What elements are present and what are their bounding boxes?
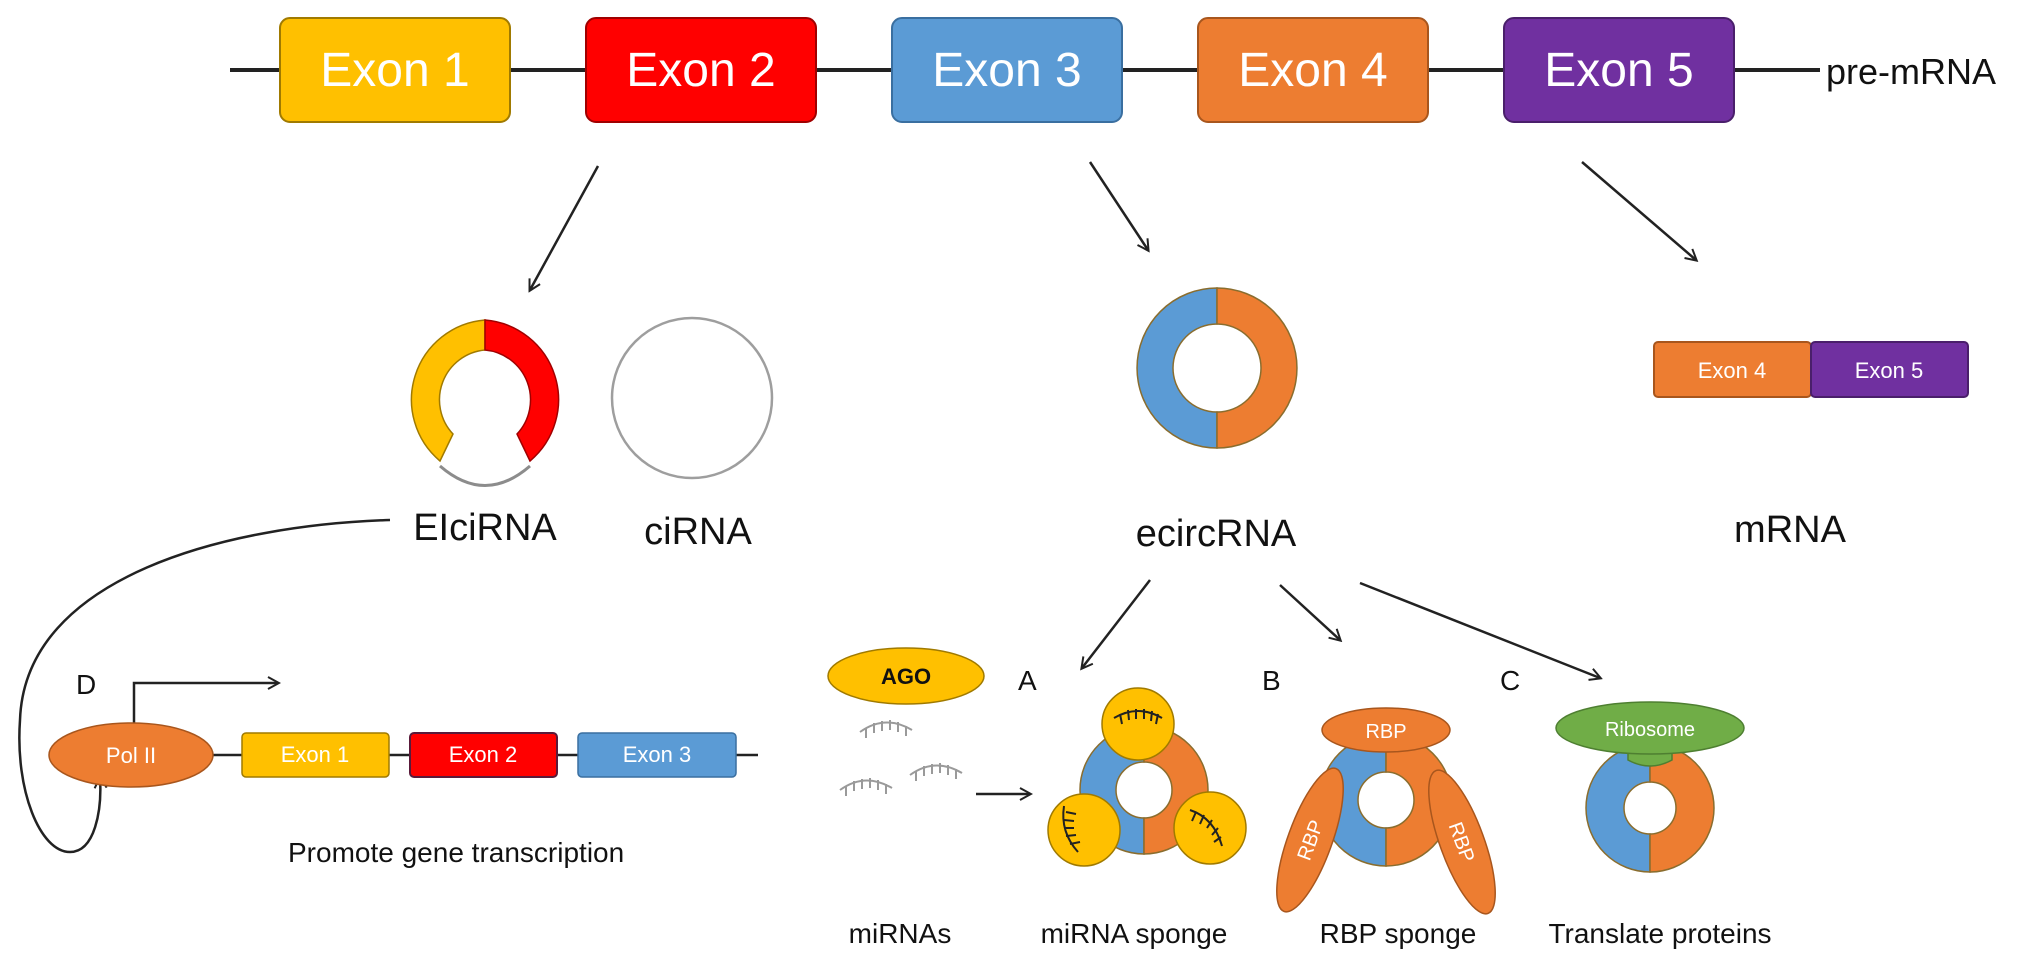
pre-mrna-exon-3: Exon 3 bbox=[891, 17, 1123, 123]
pol-ii: Pol II bbox=[48, 722, 214, 788]
mrna-label: mRNA bbox=[1734, 509, 1847, 551]
pre-mrna-exon-2: Exon 2 bbox=[585, 17, 817, 123]
panel-d-letter: D bbox=[76, 669, 96, 700]
gene-exon-1: Exon 1 bbox=[241, 732, 390, 778]
ago-label: AGO bbox=[881, 664, 931, 689]
ecircrna-label: ecircRNA bbox=[1136, 513, 1297, 555]
mrna-exon-4-label: Exon 4 bbox=[1698, 358, 1767, 383]
rbp-left: RBP bbox=[1276, 767, 1344, 913]
pre-mrna-exon-1: Exon 1 bbox=[279, 17, 511, 123]
gene-exon-3: Exon 3 bbox=[577, 732, 737, 778]
cirna-ring bbox=[610, 316, 774, 480]
gene-exon-3-label: Exon 3 bbox=[623, 742, 692, 767]
caption-mirnas: miRNAs bbox=[849, 918, 952, 949]
pre-mrna-exon-4: Exon 4 bbox=[1197, 17, 1429, 123]
bound-ago-right bbox=[1173, 791, 1247, 865]
pre-mrna-label: pre-mRNA bbox=[1826, 51, 1996, 92]
exon-5-label: Exon 5 bbox=[1544, 44, 1693, 97]
caption-translate-proteins: Translate proteins bbox=[1548, 918, 1771, 949]
bound-ago-left bbox=[1047, 793, 1121, 867]
arrow-to-mrna bbox=[1581, 161, 1696, 260]
ribosome: Ribosome bbox=[1555, 701, 1745, 767]
arrow-to-c bbox=[1359, 581, 1600, 678]
eicirna-ring bbox=[410, 319, 560, 487]
mrna-exon-4: Exon 4 bbox=[1653, 341, 1812, 398]
transcription-caption: Promote gene transcription bbox=[288, 837, 624, 868]
arrow-to-a bbox=[1082, 579, 1151, 668]
rbp-right: RBP bbox=[1428, 769, 1496, 915]
rbp-top: RBP bbox=[1321, 707, 1451, 753]
gene-exon-2: Exon 2 bbox=[409, 732, 558, 778]
arrow-to-ecircrna bbox=[1088, 161, 1148, 250]
translation-ring bbox=[1585, 743, 1715, 873]
ribosome-label: Ribosome bbox=[1605, 719, 1695, 741]
eicirna-to-pol-arrow bbox=[18, 518, 391, 854]
exon-2-label: Exon 2 bbox=[626, 44, 775, 97]
eicirna-label: EIciRNA bbox=[413, 507, 557, 549]
ago-protein: AGO bbox=[827, 647, 985, 705]
arrow-to-b bbox=[1279, 584, 1340, 640]
rbp-top-label: RBP bbox=[1365, 721, 1406, 743]
mrna-exon-5: Exon 5 bbox=[1810, 341, 1969, 398]
panel-b-letter: B bbox=[1262, 665, 1281, 696]
cirna-label: ciRNA bbox=[644, 511, 752, 553]
exon-4-label: Exon 4 bbox=[1238, 44, 1387, 97]
gene-exon-1-label: Exon 1 bbox=[281, 742, 350, 767]
exon-3-label: Exon 3 bbox=[932, 44, 1081, 97]
bound-ago-top bbox=[1101, 687, 1175, 761]
exon-1-label: Exon 1 bbox=[320, 44, 469, 97]
free-mirnas bbox=[839, 720, 963, 796]
pre-mrna-exon-5: Exon 5 bbox=[1503, 17, 1735, 123]
ecircrna-ring bbox=[1136, 287, 1298, 449]
arrow-to-eicirna bbox=[530, 165, 600, 290]
caption-mirna-sponge: miRNA sponge bbox=[1041, 918, 1228, 949]
caption-rbp-sponge: RBP sponge bbox=[1320, 918, 1477, 949]
panel-c-letter: C bbox=[1500, 665, 1520, 696]
panel-a-letter: A bbox=[1018, 665, 1037, 696]
gene-exon-2-label: Exon 2 bbox=[449, 742, 518, 767]
mrna-exon-5-label: Exon 5 bbox=[1855, 358, 1924, 383]
pol-ii-label: Pol II bbox=[106, 743, 156, 768]
